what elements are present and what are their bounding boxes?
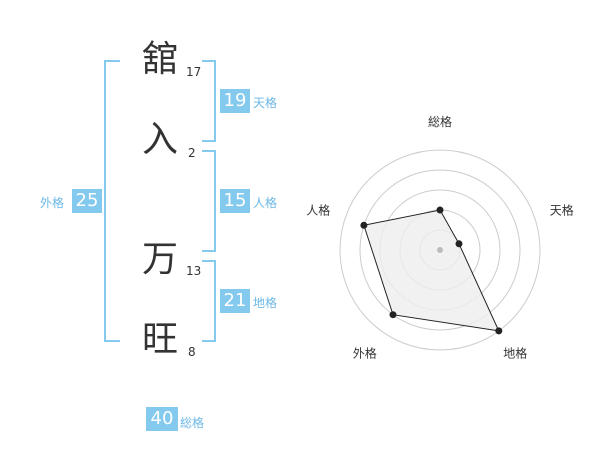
- name-char-1: 舘: [142, 39, 179, 80]
- tenkaku-label: 天格: [253, 96, 278, 110]
- chikaku-bracket: [202, 260, 216, 342]
- name-char-4: 旺: [142, 319, 179, 360]
- jinkaku-bracket: [202, 150, 216, 252]
- soukaku-value: 40: [146, 407, 178, 431]
- radar-point-2: [455, 240, 463, 248]
- chikaku-label: 地格: [253, 296, 278, 310]
- radar-center-dot: [437, 247, 443, 253]
- radar-axis-label: 人格: [306, 202, 330, 217]
- radar-axis-label: 総格: [428, 114, 452, 129]
- name-char-3: 万: [142, 239, 179, 280]
- radar-point-5: [360, 221, 368, 229]
- gaikaku-label: 外格: [40, 196, 65, 210]
- tenkaku-bracket: [202, 60, 216, 142]
- radar-point-3: [495, 327, 503, 335]
- radar-axis-label: 地格: [503, 346, 527, 361]
- chikaku-value: 21: [220, 289, 250, 313]
- radar-point-1: [436, 206, 444, 214]
- radar-ring-4: [359, 169, 521, 331]
- radar-polygon: [363, 209, 500, 332]
- radar-ring-5: [339, 149, 541, 351]
- stroke-count-4: 8: [188, 345, 196, 359]
- stroke-count-2: 2: [188, 146, 196, 160]
- tenkaku-value: 19: [220, 89, 250, 113]
- gaikaku-value: 25: [72, 189, 102, 213]
- radar-point-4: [389, 311, 397, 319]
- jinkaku-label: 人格: [253, 196, 278, 210]
- stroke-count-1: 17: [186, 65, 202, 79]
- jinkaku-value: 15: [220, 189, 250, 213]
- name-char-2: 入: [142, 119, 179, 160]
- radar-axis-label: 外格: [353, 346, 377, 361]
- stroke-count-3: 13: [186, 264, 202, 278]
- soukaku-label: 総格: [180, 416, 205, 430]
- radar-axis-label: 天格: [550, 202, 574, 217]
- gaikaku-bracket: [104, 60, 120, 342]
